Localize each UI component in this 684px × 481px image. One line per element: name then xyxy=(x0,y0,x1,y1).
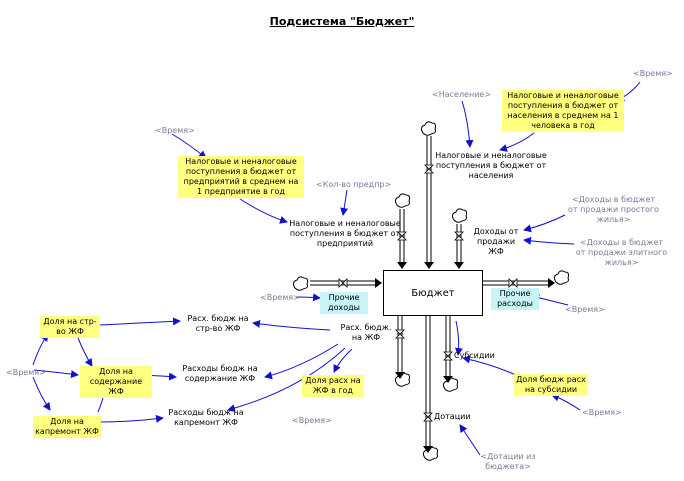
pop-tax-avg-const[interactable]: Налоговые и неналоговые поступления в бю… xyxy=(502,90,624,132)
time-shadow-6[interactable]: <Время> xyxy=(292,416,332,425)
other-expense-flow[interactable]: Прочие расходы xyxy=(491,288,539,310)
housing-expense-flow-label[interactable]: Расх. бюдж. на ЖФ xyxy=(340,323,392,342)
flow-arrowheads xyxy=(375,262,555,453)
dotations-budget-shadow[interactable]: <Дотации из бюджета> xyxy=(480,452,536,471)
page-title: Подсистема "Бюджет" xyxy=(269,15,415,28)
time-shadow-1[interactable]: <Время> xyxy=(633,69,673,78)
ent-tax-flow-label[interactable]: Налоговые и неналоговые поступления в бю… xyxy=(289,219,401,248)
population-shadow[interactable]: <Население> xyxy=(432,90,492,99)
housing-income-flow-label[interactable]: Доходы от продажи ЖФ xyxy=(473,227,519,256)
time-shadow-3[interactable]: <Время> xyxy=(260,293,300,302)
valve-icons xyxy=(338,164,518,422)
flow-pipes xyxy=(310,136,548,446)
enterprises-shadow[interactable]: <Кол-во предпр> xyxy=(316,180,392,189)
share-subsidies-const[interactable]: Доля бюдж расх на субсидии xyxy=(514,374,588,396)
time-shadow-5[interactable]: <Время> xyxy=(6,368,46,377)
pop-tax-flow-label[interactable]: Налоговые и неналоговые поступления в бю… xyxy=(435,151,547,180)
dotations-flow-label[interactable]: Дотации xyxy=(434,412,471,421)
budget-stock[interactable]: Бюджет xyxy=(383,270,483,316)
construction-exp-label[interactable]: Расх. бюдж на стр-во ЖФ xyxy=(187,314,249,333)
share-repair-const[interactable]: Доля на капремонт ЖФ xyxy=(33,416,101,438)
repair-exp-label[interactable]: Расходы бюдж на капремонт ЖФ xyxy=(168,408,244,427)
elite-housing-shadow[interactable]: <Доходы в бюджет от продажи элитного жил… xyxy=(575,238,668,267)
causal-links xyxy=(32,81,641,456)
simple-housing-shadow[interactable]: <Доходы в бюджет от продажи простого жил… xyxy=(568,195,659,224)
time-shadow-4[interactable]: <Время> xyxy=(565,305,605,314)
ent-tax-avg-const[interactable]: Налоговые и неналоговые поступления в бю… xyxy=(178,156,304,198)
share-construction-const[interactable]: Доля на стр-во ЖФ xyxy=(40,316,100,338)
share-housing-exp-const[interactable]: Доля расх на ЖФ в год xyxy=(302,375,364,397)
time-shadow-2[interactable]: <Время> xyxy=(155,126,195,135)
maintenance-exp-label[interactable]: Расходы бюдж на содержание ЖФ xyxy=(182,364,258,383)
subsidies-flow-label[interactable]: Субсидии xyxy=(454,351,495,360)
other-income-flow[interactable]: Прочие доходы xyxy=(320,292,368,314)
share-maintenance-const[interactable]: Доля на содержание ЖФ xyxy=(80,366,152,398)
time-shadow-7[interactable]: <Время> xyxy=(582,408,622,417)
